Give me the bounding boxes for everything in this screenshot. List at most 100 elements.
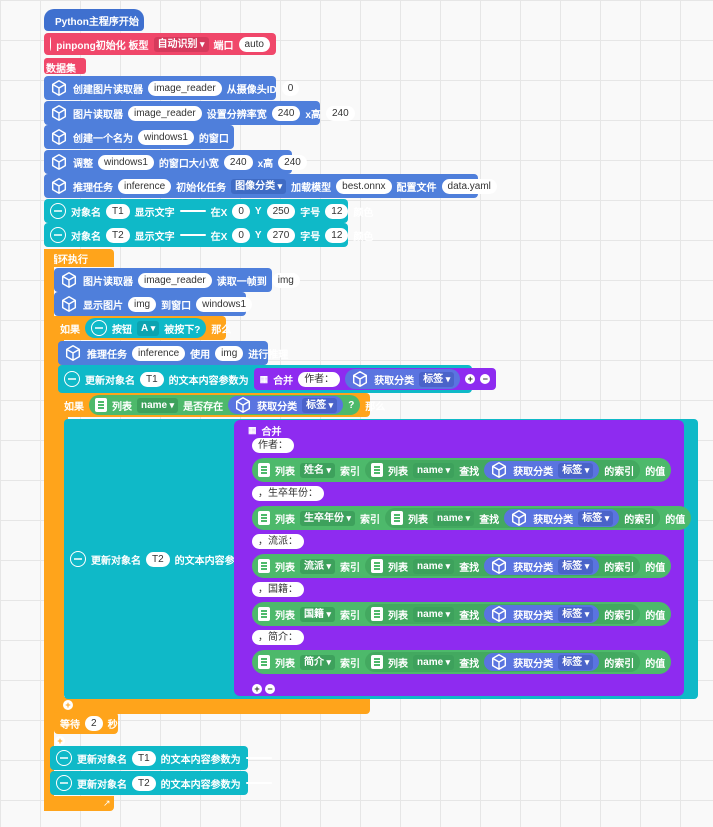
var-input[interactable]: img: [215, 345, 244, 361]
task-type-dropdown[interactable]: 图像分类: [231, 178, 287, 194]
window-name-input[interactable]: windows1: [98, 154, 154, 170]
list-dropdown[interactable]: name: [137, 397, 179, 413]
merge-text-input[interactable]: ，国籍：: [252, 582, 304, 597]
field-dropdown[interactable]: 标签: [419, 371, 455, 387]
show-image-block[interactable]: 显示图片 img 到窗口 windows1: [54, 292, 253, 316]
minus-icon[interactable]: −: [480, 374, 491, 384]
wait-block[interactable]: 等待 2 秒: [54, 712, 118, 734]
pinpong-init-block[interactable]: pinpong初始化 板型 自动识别 端口 auto: [44, 33, 276, 55]
field-dropdown[interactable]: 标签: [558, 558, 594, 574]
x-input[interactable]: 0: [232, 203, 250, 219]
task-input[interactable]: inference: [132, 345, 186, 361]
object-input[interactable]: T2: [146, 551, 170, 567]
merge-text-input[interactable]: ，流派：: [252, 534, 304, 549]
get-class-block[interactable]: 获取分类标签: [484, 557, 600, 575]
field-dropdown[interactable]: 标签: [558, 606, 594, 622]
width-input[interactable]: 240: [271, 105, 301, 121]
reset-t1-block[interactable]: 更新对象名 T1 的文本内容参数为: [50, 746, 272, 770]
button-pressed-condition[interactable]: 按钮 A 被按下?: [85, 318, 207, 338]
object-input[interactable]: T2: [132, 775, 156, 791]
model-input[interactable]: best.onnx: [336, 178, 392, 194]
list-dropdown[interactable]: name: [413, 462, 455, 478]
list-index-value-block[interactable]: 列表简介索引列表name查找获取分类标签的索引的值: [252, 650, 672, 674]
reader-input[interactable]: image_reader: [138, 272, 212, 288]
field-dropdown[interactable]: 标签: [558, 654, 594, 670]
update-t1-block[interactable]: 更新对象名 T1 的文本内容参数为 ▦ 合并 作者： 获取分类 标签 + −: [58, 365, 497, 393]
merge-text-input[interactable]: ，生卒年份：: [252, 486, 324, 501]
object-input[interactable]: T1: [106, 203, 130, 219]
size-input[interactable]: 12: [325, 203, 349, 219]
merge-add-remove[interactable]: + −: [252, 682, 275, 696]
board-dropdown[interactable]: 自动识别: [153, 36, 209, 52]
read-frame-block[interactable]: 图片读取器 image_reader 读取一帧到 img: [54, 268, 300, 292]
add-icon[interactable]: +: [63, 700, 73, 710]
list-contains-condition[interactable]: 列表 name 是否存在 获取分类 标签 ?: [89, 395, 361, 415]
port-input[interactable]: auto: [238, 36, 270, 52]
field-dropdown[interactable]: 简介: [300, 654, 336, 670]
plus-icon[interactable]: +: [252, 684, 262, 694]
plus-icon[interactable]: +: [465, 374, 476, 384]
loop-block[interactable]: [44, 249, 114, 267]
x-input[interactable]: 0: [232, 227, 250, 243]
seconds-input[interactable]: 2: [85, 715, 103, 731]
button-dropdown[interactable]: A: [137, 320, 160, 336]
if-button-block[interactable]: 如果 按钮 A 被按下? 那么: [54, 316, 231, 340]
field-dropdown[interactable]: 生卒年份: [300, 510, 356, 526]
field-dropdown[interactable]: 流派: [300, 558, 336, 574]
config-input[interactable]: data.yaml: [441, 178, 497, 194]
get-class-block[interactable]: 获取分类 标签: [345, 369, 461, 389]
get-class-block[interactable]: 获取分类标签: [484, 653, 600, 671]
object-input[interactable]: T2: [106, 227, 130, 243]
get-class-block[interactable]: 获取分类 标签: [228, 396, 344, 414]
if-list-block[interactable]: 如果 列表 name 是否存在 获取分类 标签 ? 那么: [58, 393, 385, 417]
text-input[interactable]: 作者：: [298, 371, 341, 387]
list-find-block[interactable]: 列表name查找获取分类标签的索引: [385, 508, 661, 528]
field-dropdown[interactable]: 标签: [578, 510, 614, 526]
size-input[interactable]: 12: [325, 227, 349, 243]
window-input[interactable]: windows1: [196, 296, 253, 312]
field-dropdown[interactable]: 标签: [558, 462, 594, 478]
y-input[interactable]: 250: [266, 203, 296, 219]
resize-window-block[interactable]: 调整 windows1 的窗口大小宽 240 x高 240: [44, 150, 307, 174]
add-icon[interactable]: +: [55, 736, 65, 746]
var-input[interactable]: img: [128, 296, 157, 312]
get-class-block[interactable]: 获取分类标签: [504, 509, 620, 527]
list-find-block[interactable]: 列表name查找获取分类标签的索引: [365, 556, 641, 576]
list-dropdown[interactable]: name: [413, 558, 455, 574]
object-input[interactable]: T1: [132, 750, 156, 766]
merge-text-input[interactable]: ，简介：: [252, 630, 304, 645]
minus-icon[interactable]: −: [265, 684, 275, 694]
reader-input[interactable]: image_reader: [148, 80, 222, 96]
inference-init-block[interactable]: 推理任务 inference 初始化任务 图像分类 加载模型 best.onnx…: [44, 174, 497, 198]
object-input[interactable]: T1: [140, 371, 164, 387]
field-dropdown[interactable]: 国籍: [300, 606, 336, 622]
text-input[interactable]: [179, 234, 206, 236]
reader-input[interactable]: image_reader: [128, 105, 202, 121]
list-find-block[interactable]: 列表name查找获取分类标签的索引: [365, 604, 641, 624]
list-index-value-block[interactable]: 列表姓名索引列表name查找获取分类标签的索引的值: [252, 458, 672, 482]
reader-resolution-block[interactable]: 图片读取器 image_reader 设置分辨率宽 240 x高 240: [44, 101, 355, 125]
width-input[interactable]: 240: [223, 154, 253, 170]
window-name-input[interactable]: windows1: [138, 129, 194, 145]
create-image-reader-block[interactable]: 创建图片读取器 image_reader 从摄像头ID 0: [44, 76, 300, 100]
list-index-value-block[interactable]: 列表国籍索引列表name查找获取分类标签的索引的值: [252, 602, 672, 626]
field-dropdown[interactable]: 姓名: [300, 462, 336, 478]
merge-text-input[interactable]: 作者：: [252, 438, 294, 453]
merge-block[interactable]: ▦ 合并 作者： 获取分类 标签 + −: [253, 368, 497, 390]
list-dropdown[interactable]: name: [433, 510, 475, 526]
text-input[interactable]: [245, 757, 272, 759]
list-dropdown[interactable]: name: [413, 654, 455, 670]
y-input[interactable]: 270: [266, 227, 296, 243]
list-index-value-block[interactable]: 列表流派索引列表name查找获取分类标签的索引的值: [252, 554, 672, 578]
task-input[interactable]: inference: [118, 178, 172, 194]
show-text-t1-block[interactable]: 对象名 T1 显示文字 在X 0 Y 250 字号 12 颜色: [44, 199, 373, 223]
var-input[interactable]: img: [271, 272, 300, 288]
reset-t2-block[interactable]: 更新对象名 T2 的文本内容参数为: [50, 771, 272, 795]
run-inference-block[interactable]: 推理任务 inference 使用 img 进行推理: [58, 341, 288, 365]
python-start-block[interactable]: Python主程序开始: [44, 9, 144, 31]
list-dropdown[interactable]: name: [413, 606, 455, 622]
camera-id-input[interactable]: 0: [281, 80, 300, 96]
create-window-block[interactable]: 创建一个名为 windows1 的窗口: [44, 125, 234, 149]
get-class-block[interactable]: 获取分类标签: [484, 461, 600, 479]
list-find-block[interactable]: 列表name查找获取分类标签的索引: [365, 652, 641, 672]
